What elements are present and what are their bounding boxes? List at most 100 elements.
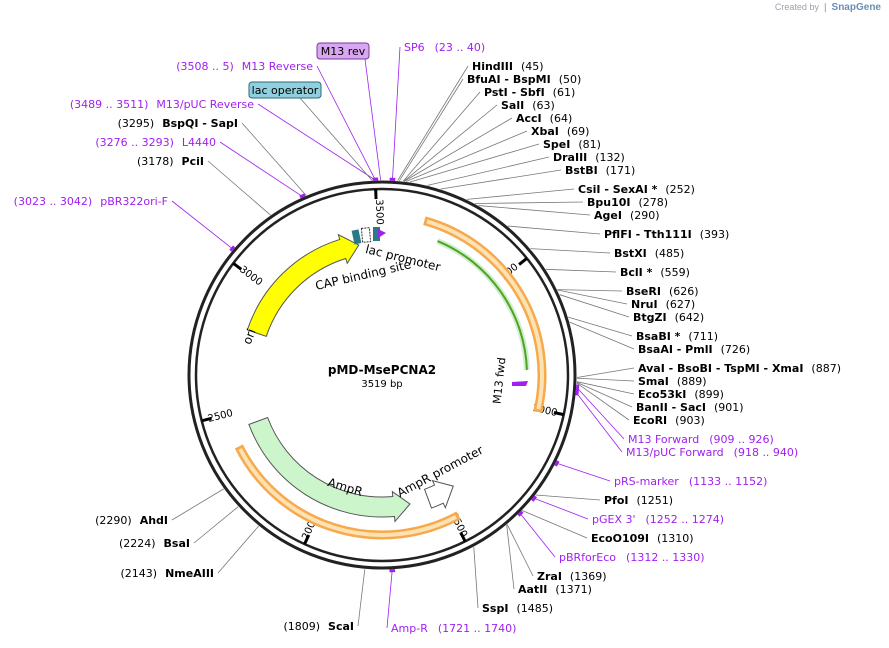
- enzyme-name: XbaI: [531, 125, 559, 138]
- ampr-feature[interactable]: [248, 416, 411, 523]
- enzyme-position: (278): [639, 196, 669, 209]
- enzyme-name: BclI *: [620, 266, 653, 279]
- enzyme-label[interactable]: (3295)BspQI - SapI: [118, 117, 238, 130]
- primer-label[interactable]: (3023 .. 3042)pBR322ori-F: [14, 195, 168, 208]
- leader-line: [533, 497, 589, 520]
- enzyme-label[interactable]: AgeI (290): [594, 209, 660, 222]
- primer-label[interactable]: M13 Forward(909 .. 926): [628, 433, 774, 446]
- enzyme-label[interactable]: (2224)BsaI: [119, 537, 190, 550]
- enzyme-label[interactable]: HindIII(45): [472, 60, 544, 73]
- leader-line: [576, 377, 635, 382]
- leader-line: [522, 510, 588, 539]
- enzyme-label[interactable]: AatII(1371): [518, 583, 592, 596]
- primer-label[interactable]: M13/pUC Forward (918 .. 940): [626, 446, 798, 459]
- enzyme-name: PciI: [182, 155, 204, 168]
- enzyme-name: AatII: [518, 583, 547, 596]
- enzyme-name: PflFI - Tth111I: [604, 228, 692, 241]
- primer-range: (23 .. 40): [435, 41, 486, 54]
- enzyme-name: CsiI - SexAI *: [578, 183, 658, 196]
- primer-site-mark: [575, 389, 579, 396]
- ori-feature[interactable]: [246, 233, 360, 337]
- enzyme-label[interactable]: DraIII(132): [553, 151, 625, 164]
- m13-rev-leader: [364, 58, 382, 181]
- enzyme-position: (171): [606, 164, 636, 177]
- primer-range: (3489 .. 3511): [70, 98, 149, 111]
- enzyme-label[interactable]: SpeI(81): [543, 138, 601, 151]
- enzyme-position: (252): [665, 183, 695, 196]
- enzyme-label[interactable]: ZraI(1369): [537, 570, 607, 583]
- enzyme-name: AvaI - BsoBI - TspMI - XmaI: [638, 362, 803, 375]
- primer-label[interactable]: pGEX 3'(1252 .. 1274): [592, 513, 724, 526]
- enzyme-label[interactable]: PstI - SbfI (61): [484, 86, 575, 99]
- enzyme-name: BtgZI: [633, 311, 667, 324]
- enzyme-label[interactable]: (2143)NmeAIII: [121, 567, 215, 580]
- enzyme-label[interactable]: PflFI - Tth111I (393): [604, 228, 729, 241]
- enzyme-name: PstI - SbfI: [484, 86, 545, 99]
- enzyme-label[interactable]: AccI(64): [516, 112, 572, 125]
- enzyme-label[interactable]: EcoRI(903): [633, 414, 705, 427]
- primer-label[interactable]: (3276 .. 3293)L4440: [95, 136, 216, 149]
- lac-operator-box-label[interactable]: [248, 81, 322, 99]
- enzyme-label[interactable]: BstXI(485): [614, 247, 684, 260]
- leader-line: [440, 169, 562, 190]
- primer-name: SP6: [404, 41, 425, 54]
- leader-line: [557, 289, 623, 292]
- enzyme-label[interactable]: NruI(627): [631, 298, 695, 311]
- enzyme-label[interactable]: Bpu10I (278): [587, 196, 668, 209]
- enzyme-label[interactable]: BclI *(559): [620, 266, 690, 279]
- leader-line: [535, 494, 601, 501]
- enzyme-label[interactable]: Eco53kI(899): [638, 388, 724, 401]
- leader-line: [403, 104, 498, 182]
- enzyme-label[interactable]: XbaI(69): [531, 125, 589, 138]
- enzyme-label[interactable]: SmaI(889): [638, 375, 707, 388]
- enzyme-name: Bpu10I: [587, 196, 631, 209]
- enzyme-position: (393): [700, 228, 730, 241]
- leader-line: [530, 248, 611, 254]
- enzyme-label[interactable]: PfoI(1251): [604, 494, 673, 507]
- enzyme-label[interactable]: (2290)AhdI: [95, 514, 168, 527]
- primer-range: (918 .. 940): [734, 446, 799, 459]
- enzyme-label[interactable]: AvaI - BsoBI - TspMI - XmaI(887): [638, 362, 841, 375]
- enzyme-position: (290): [630, 209, 660, 222]
- enzyme-label[interactable]: BsaAI - PmlI(726): [638, 343, 750, 356]
- primer-range: (1252 .. 1274): [646, 513, 725, 526]
- primer-label[interactable]: (3508 .. 5)M13 Reverse: [176, 60, 313, 73]
- primer-label[interactable]: Amp-R(1721 .. 1740): [391, 622, 516, 635]
- primer-label[interactable]: pRS-marker(1133 .. 1152): [614, 475, 767, 488]
- enzyme-label[interactable]: SalI(63): [501, 99, 555, 112]
- m13-rev-box[interactable]: [316, 42, 370, 60]
- tick-label: 3500: [373, 199, 385, 225]
- primer-name: M13/pUC Forward: [626, 446, 724, 459]
- enzyme-label[interactable]: BanII - SacI(901): [636, 401, 744, 414]
- enzyme-position: (61): [553, 86, 576, 99]
- enzyme-label[interactable]: BstBI(171): [565, 164, 635, 177]
- enzyme-position: (642): [675, 311, 705, 324]
- enzyme-label[interactable]: BseRI(626): [626, 285, 699, 298]
- enzyme-name: EcoRI: [633, 414, 667, 427]
- primer-label[interactable]: pBRforEco(1312 .. 1330): [559, 551, 705, 564]
- enzyme-label[interactable]: EcoO109I(1310): [591, 532, 694, 545]
- enzyme-position: (1310): [657, 532, 694, 545]
- enzyme-name: NmeAIII: [165, 567, 214, 580]
- leader-line: [557, 289, 628, 305]
- primer-name: L4440: [182, 136, 216, 149]
- leader-line: [559, 294, 630, 318]
- ampr-promoter-feature[interactable]: [423, 479, 454, 509]
- enzyme-label[interactable]: (1809)ScaI: [283, 620, 354, 633]
- enzyme-label[interactable]: BfuAI - BspMI(50): [467, 73, 581, 86]
- primer-label[interactable]: SP6 (23 .. 40): [404, 41, 485, 54]
- enzyme-label[interactable]: CsiI - SexAI * (252): [578, 183, 695, 196]
- leader-line: [397, 65, 469, 181]
- m13-fwd-primer-glyph: [512, 381, 528, 386]
- enzyme-label[interactable]: (3178)PciI: [137, 155, 204, 168]
- enzyme-label[interactable]: BtgZI (642): [633, 311, 704, 324]
- insert-arrow[interactable]: [437, 240, 528, 370]
- enzyme-label[interactable]: BsaBI *(711): [636, 330, 718, 343]
- primer-label[interactable]: (3489 .. 3511)M13/pUC Reverse: [70, 98, 254, 111]
- enzyme-label[interactable]: SspI(1485): [482, 602, 553, 615]
- enzyme-name: AgeI: [594, 209, 622, 222]
- primer-range: (1721 .. 1740): [438, 622, 517, 635]
- primer-name: M13 Reverse: [242, 60, 313, 73]
- tick-mark: [232, 262, 243, 271]
